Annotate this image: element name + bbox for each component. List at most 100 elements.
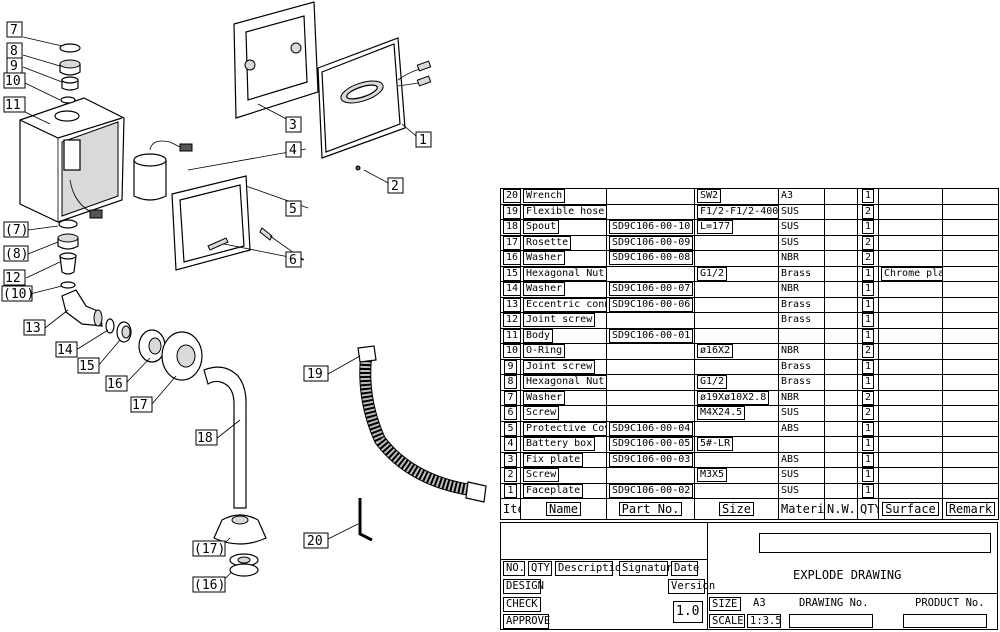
bom-cell-material: SUS xyxy=(778,482,825,499)
tb-drawing-no-box xyxy=(789,614,873,628)
bom-cell-size: M4X24.5 xyxy=(694,405,779,422)
bom-cell-nw xyxy=(824,343,858,360)
tb-description: Description xyxy=(555,561,628,576)
bom-cell-material: ABS xyxy=(778,451,825,468)
bom-cell-remark xyxy=(942,358,999,375)
bom-cell-name: Faceplate xyxy=(520,482,607,499)
bom-cell-size: G1/2 xyxy=(694,374,779,391)
callout-8: 8 xyxy=(6,42,23,59)
callout-16: 16 xyxy=(105,375,128,392)
rosette-17-part xyxy=(161,331,203,381)
bom-cell-name: Washer xyxy=(520,250,607,267)
bom-cell-name: Hexagonal Nut xyxy=(520,374,607,391)
bom-cell-surface xyxy=(878,188,943,205)
bom-cell-qty: 1 xyxy=(857,420,879,437)
callout-18: 18 xyxy=(195,429,218,446)
bom-cell-size xyxy=(694,234,779,251)
flexible-hose-part xyxy=(357,345,487,503)
header-size: Size xyxy=(694,498,779,520)
bom-cell-nw xyxy=(824,250,858,267)
bom-cell-part xyxy=(606,389,695,406)
bom-cell-name: Screw xyxy=(520,405,607,422)
bom-cell-item: 4 xyxy=(500,436,521,453)
svg-text:(8): (8) xyxy=(5,247,28,262)
bom-cell-surface xyxy=(878,234,943,251)
bom-cell-item: 18 xyxy=(500,219,521,236)
bom-cell-size xyxy=(694,327,779,344)
bom-cell-material: NBR xyxy=(778,250,825,267)
bom-cell-name: Wrench xyxy=(520,188,607,205)
svg-text:5: 5 xyxy=(289,202,297,217)
callout-20: 20 xyxy=(303,532,329,549)
bom-cell-name: Fix plate xyxy=(520,451,607,468)
battery-box-part xyxy=(133,140,193,201)
bom-cell-qty: 2 xyxy=(857,203,879,220)
screws-6-part xyxy=(207,227,273,251)
bom-cell-material: Brass xyxy=(778,296,825,313)
svg-text:6: 6 xyxy=(289,253,297,268)
callout-16b: (16) xyxy=(192,576,226,593)
bom-cell-name: Hexagonal Nut xyxy=(520,265,607,282)
svg-text:(7): (7) xyxy=(5,223,28,238)
bom-cell-nw xyxy=(824,482,858,499)
callout-4: 4 xyxy=(285,141,302,158)
bom-cell-remark xyxy=(942,420,999,437)
bom-cell-name: Washer xyxy=(520,281,607,298)
tb-scale-value: 1:3.5 xyxy=(747,614,782,628)
bom-cell-qty: 1 xyxy=(857,374,879,391)
bom-cell-qty: 2 xyxy=(857,234,879,251)
header-material: Material xyxy=(778,498,825,520)
bom-cell-material: SUS xyxy=(778,234,825,251)
bom-cell-part xyxy=(606,203,695,220)
svg-text:12: 12 xyxy=(5,271,21,286)
bom-cell-qty: 2 xyxy=(857,343,879,360)
bom-cell-size: F1/2-F1/2-400 xyxy=(694,203,779,220)
bom-cell-qty: 1 xyxy=(857,312,879,329)
bom-cell-remark xyxy=(942,219,999,236)
bom-cell-surface xyxy=(878,436,943,453)
bom-cell-nw xyxy=(824,188,858,205)
bom-cell-material: SUS xyxy=(778,219,825,236)
bom-cell-item: 7 xyxy=(500,389,521,406)
bom-cell-surface xyxy=(878,389,943,406)
bom-cell-size: ø16X2 xyxy=(694,343,779,360)
svg-text:3: 3 xyxy=(289,118,297,133)
bom-cell-qty: 2 xyxy=(857,250,879,267)
bom-cell-item: 3 xyxy=(500,451,521,468)
bom-cell-name: Spout xyxy=(520,219,607,236)
bom-cell-nw xyxy=(824,467,858,484)
washer-lower-part xyxy=(229,553,259,577)
callout-15: 15 xyxy=(77,357,100,374)
bom-cell-surface xyxy=(878,482,943,499)
bom-cell-material: ABS xyxy=(778,420,825,437)
bom-cell-nw xyxy=(824,358,858,375)
bom-cell-part xyxy=(606,265,695,282)
bom-cell-size xyxy=(694,482,779,499)
bom-cell-item: 5 xyxy=(500,420,521,437)
svg-text:(16): (16) xyxy=(194,578,225,593)
callout-5: 5 xyxy=(285,200,302,217)
bom-cell-qty: 1 xyxy=(857,467,879,484)
svg-text:17: 17 xyxy=(132,398,148,413)
bom-cell-material: Brass xyxy=(778,358,825,375)
faceplate-part xyxy=(317,37,432,159)
bom-cell-material: Brass xyxy=(778,312,825,329)
callout-14: 14 xyxy=(55,341,78,358)
header-item: Item xyxy=(500,498,521,520)
callout-10: 10 xyxy=(3,72,26,89)
bom-cell-nw xyxy=(824,327,858,344)
tb-check: CHECK xyxy=(503,597,541,612)
bom-cell-material: SUS xyxy=(778,467,825,484)
callout-3: 3 xyxy=(285,116,302,133)
bom-cell-remark xyxy=(942,436,999,453)
bom-cell-nw xyxy=(824,234,858,251)
protective-cover-part xyxy=(171,175,251,271)
bom-cell-part: SD9C106-00-07 xyxy=(606,281,695,298)
callout-17b: (17) xyxy=(192,540,226,557)
